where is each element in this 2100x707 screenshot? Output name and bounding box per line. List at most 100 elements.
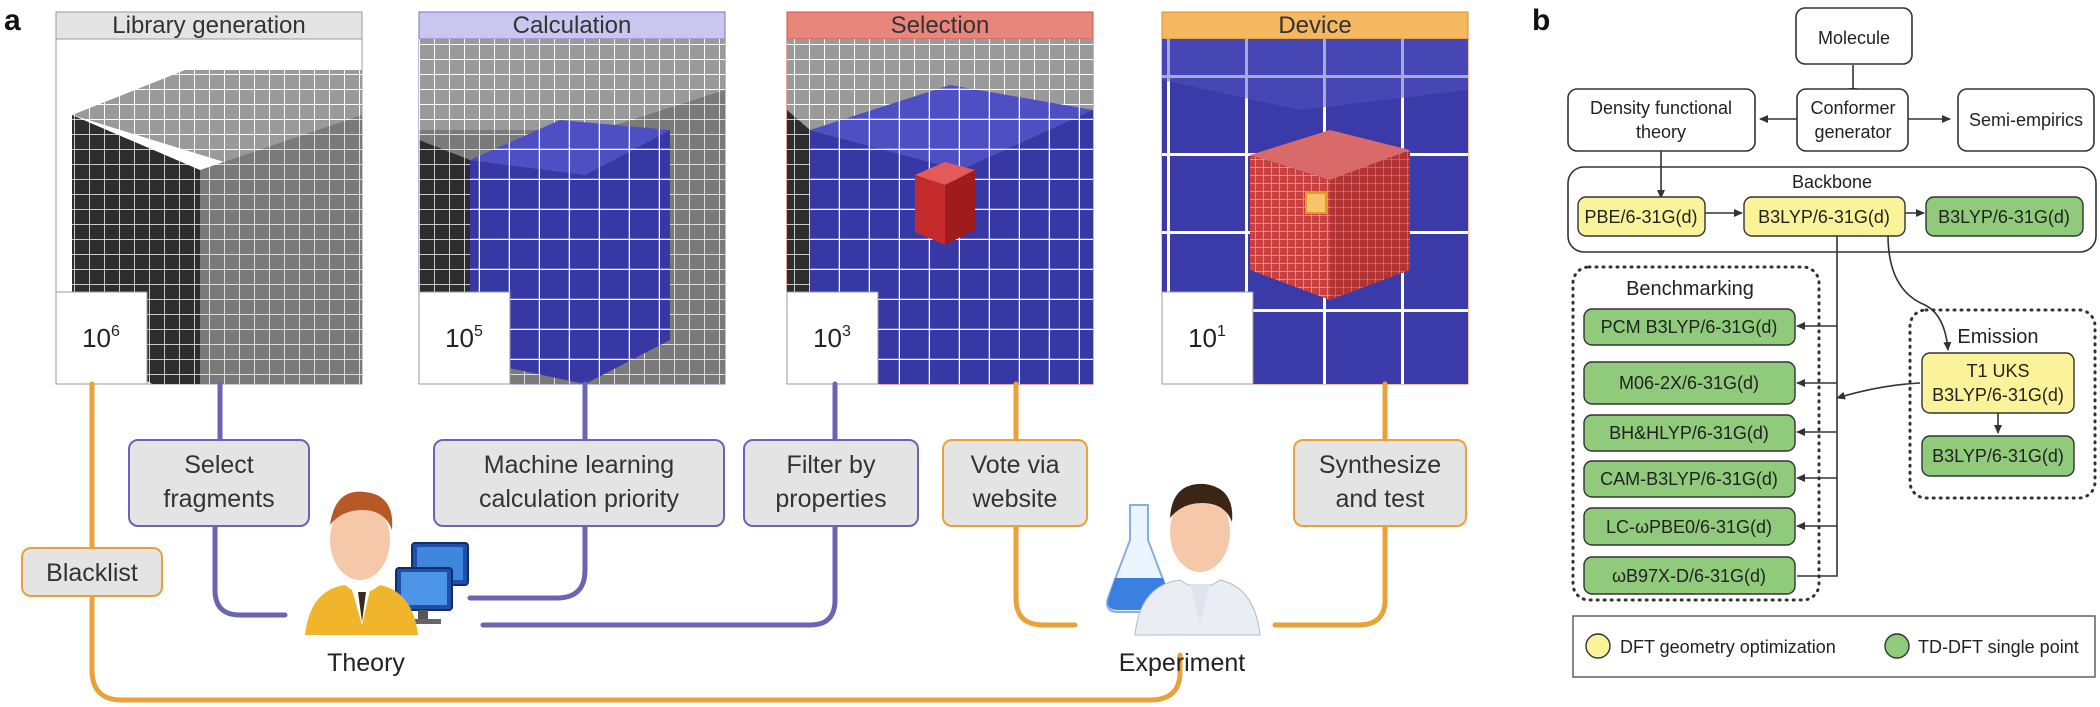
benchmarking-group: Benchmarking PCM B3LYP/6-31G(d) M06-2X/6… xyxy=(1571,265,1821,602)
svg-text:Filter by: Filter by xyxy=(787,451,876,479)
benchmark-node xyxy=(1583,414,1796,452)
node-semi-empirics: Semi-empirics xyxy=(1957,88,2095,152)
svg-text:CAM-B3LYP/6-31G(d): CAM-B3LYP/6-31G(d) xyxy=(1600,469,1778,489)
svg-text:ωB97X-D/6-31G(d): ωB97X-D/6-31G(d) xyxy=(1612,566,1766,586)
device-size: 101 xyxy=(1188,323,1226,353)
device-highlight xyxy=(1305,192,1327,214)
step-select-fragments: Select fragments xyxy=(128,439,310,527)
svg-text:B3LYP/6-31G(d): B3LYP/6-31G(d) xyxy=(1938,207,2070,227)
stage-title: Selection xyxy=(891,12,990,39)
device-size-box xyxy=(1161,291,1254,385)
svg-text:LC-ωPBE0/6-31G(d): LC-ωPBE0/6-31G(d) xyxy=(1606,517,1772,537)
stage-header xyxy=(418,11,726,40)
svg-text:BH&HLYP/6-31G(d): BH&HLYP/6-31G(d) xyxy=(1609,423,1769,443)
svg-text:PBE/6-31G(d): PBE/6-31G(d) xyxy=(1584,207,1697,227)
stage-header xyxy=(55,11,363,40)
svg-text:M06-2X/6-31G(d): M06-2X/6-31G(d) xyxy=(1619,373,1759,393)
sel-blue-right xyxy=(960,110,1093,384)
line-synth-experiment xyxy=(1272,522,1388,628)
svg-text:B3LYP/6-31G(d): B3LYP/6-31G(d) xyxy=(1932,446,2064,466)
workflow-panel: Molecule Conformer generator Density fun… xyxy=(1567,7,2097,678)
svg-text:and test: and test xyxy=(1336,485,1425,513)
legend: DFT geometry optimization TD-DFT single … xyxy=(1572,615,2096,678)
device-cube-right xyxy=(1330,150,1410,300)
selected-cube-right xyxy=(945,170,975,245)
svg-text:calculation priority: calculation priority xyxy=(479,485,680,513)
svg-text:TD-DFT single point: TD-DFT single point xyxy=(1918,637,2079,657)
backbone-node xyxy=(1577,196,1706,237)
step-blacklist: Blacklist xyxy=(21,547,163,597)
selected-cube-left xyxy=(915,175,945,245)
line-ml-theory xyxy=(467,512,588,601)
legend-dft-swatch xyxy=(1585,633,1611,659)
cube-right-face xyxy=(200,115,362,384)
svg-text:Blacklist: Blacklist xyxy=(46,559,138,587)
selected-cube-top xyxy=(915,162,975,185)
stage-header xyxy=(1161,11,1469,40)
svg-text:Backbone: Backbone xyxy=(1792,172,1872,192)
svg-text:Molecule: Molecule xyxy=(1818,28,1890,48)
svg-text:T1 UKS: T1 UKS xyxy=(1966,361,2029,381)
stage-title: Device xyxy=(1278,12,1351,39)
benchmark-node xyxy=(1583,507,1796,546)
svg-text:Select: Select xyxy=(184,451,254,479)
sel-size-box xyxy=(786,291,879,385)
svg-text:properties: properties xyxy=(775,485,886,513)
svg-text:Density functional: Density functional xyxy=(1590,98,1732,118)
legend-tddft-swatch xyxy=(1884,633,1910,659)
line-filter-theory xyxy=(480,522,838,628)
panel-label-b: b xyxy=(1532,4,1550,37)
svg-text:B3LYP/6-31G(d): B3LYP/6-31G(d) xyxy=(1932,385,2064,405)
emission-node xyxy=(1921,435,2075,477)
emission-group: Emission T1 UKS B3LYP/6-31G(d) B3LYP/6-3… xyxy=(1908,308,2097,500)
svg-text:generator: generator xyxy=(1814,122,1891,142)
svg-text:B3LYP/6-31G(d): B3LYP/6-31G(d) xyxy=(1758,207,1890,227)
svg-text:website: website xyxy=(972,485,1058,513)
node-dft: Density functional theory xyxy=(1567,88,1756,152)
stage-title: Calculation xyxy=(513,12,632,39)
calc-blue-right xyxy=(585,130,670,384)
svg-text:DFT geometry optimization: DFT geometry optimization xyxy=(1620,637,1836,657)
sel-size: 103 xyxy=(813,323,851,353)
svg-text:Synthesize: Synthesize xyxy=(1319,451,1441,479)
device-cube-left xyxy=(1250,155,1330,300)
svg-text:fragments: fragments xyxy=(163,485,274,513)
backbone-node xyxy=(1925,196,2084,237)
backbone-group: Backbone PBE/6-31G(d) B3LYP/6-31G(d) B3L… xyxy=(1567,166,2097,253)
backbone-node xyxy=(1743,196,1906,237)
computer-icon xyxy=(395,542,469,624)
svg-text:Benchmarking: Benchmarking xyxy=(1626,278,1754,300)
scientist-icon xyxy=(1134,483,1261,636)
panel-label-a: a xyxy=(4,4,21,37)
library-size: 106 xyxy=(82,323,120,353)
line-blacklist-bottom xyxy=(89,593,1183,703)
node-conformer-generator: Conformer generator xyxy=(1796,88,1909,152)
theory-actor: Theory xyxy=(305,491,469,677)
svg-text:Conformer: Conformer xyxy=(1810,98,1895,118)
workflow-arrows xyxy=(1657,65,2002,577)
calc-size: 105 xyxy=(445,323,483,353)
theory-label: Theory xyxy=(327,649,405,677)
sel-blue-top xyxy=(810,85,1093,170)
svg-text:Emission: Emission xyxy=(1957,326,2038,348)
benchmark-node xyxy=(1583,361,1796,405)
svg-text:Semi-empirics: Semi-empirics xyxy=(1969,110,2083,130)
benchmark-node xyxy=(1583,556,1796,595)
stage-library-generation: Library generation 106 xyxy=(55,11,363,385)
node-molecule: Molecule xyxy=(1795,7,1913,65)
benchmark-node xyxy=(1583,460,1796,498)
benchmark-node xyxy=(1583,308,1796,346)
stage-title: Library generation xyxy=(112,12,305,39)
svg-text:PCM B3LYP/6-31G(d): PCM B3LYP/6-31G(d) xyxy=(1601,317,1778,337)
scientist-icon xyxy=(305,491,418,635)
step-filter: Filter by properties xyxy=(743,439,919,527)
svg-text:Vote via: Vote via xyxy=(971,451,1060,479)
experiment-actor: Experiment xyxy=(1106,483,1261,677)
step-machine-learning: Machine learning calculation priority xyxy=(433,439,725,527)
line-vote-experiment xyxy=(1013,522,1078,628)
svg-text:Machine learning: Machine learning xyxy=(484,451,674,479)
stage-selection: Selection 103 xyxy=(786,11,1094,385)
svg-text:theory: theory xyxy=(1636,122,1686,142)
experiment-label: Experiment xyxy=(1119,649,1245,677)
